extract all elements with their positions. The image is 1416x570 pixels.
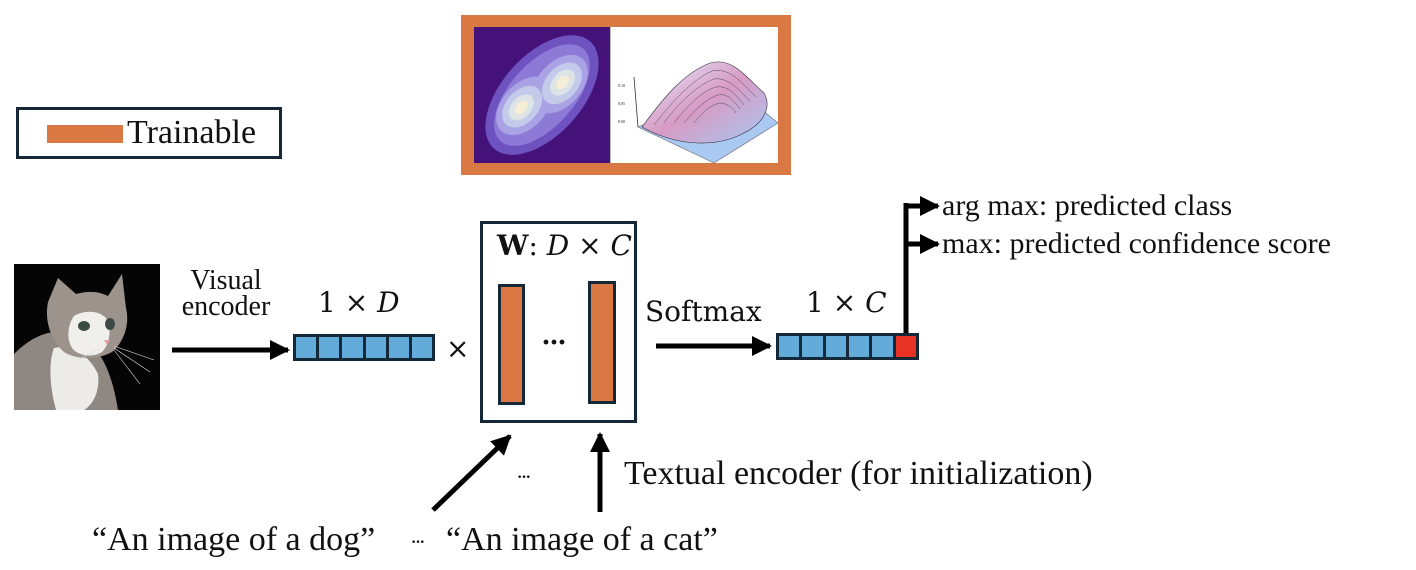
cat-nose	[104, 340, 110, 345]
output-vector	[776, 333, 919, 360]
feature-cell	[411, 337, 433, 358]
trainable-swatch	[47, 125, 123, 143]
cat-eye-left	[78, 321, 90, 331]
output-cell-max	[895, 336, 916, 357]
trainable-column-last	[588, 281, 616, 404]
multiply-symbol: ×	[446, 332, 470, 365]
output-cell	[779, 336, 800, 357]
dog-prompt-arrow	[431, 434, 512, 512]
feature-cell	[319, 337, 340, 358]
feature-cell	[388, 337, 409, 358]
textual-encoder-label: Textual encoder (for initialization)	[624, 455, 1093, 492]
softmax-label: Softmax	[645, 295, 762, 328]
cat-whiskers	[73, 345, 155, 385]
output-vector-label: 1 × C	[806, 287, 887, 319]
output-argmax-label: arg max: predicted class	[942, 189, 1233, 222]
weight-colon: :	[528, 229, 547, 262]
legend-label: Trainable	[127, 114, 257, 151]
feature-dim-var: D	[377, 286, 400, 319]
prompt-cat: “An image of a cat”	[446, 521, 718, 558]
feature-vector-label: 1 × D	[318, 287, 400, 319]
cat-chest	[50, 347, 99, 410]
weight-matrix: W: D × C ···	[480, 221, 637, 423]
cat-face	[68, 311, 110, 356]
surface-contours	[653, 70, 757, 126]
legend-box: Trainable	[16, 107, 282, 159]
prompt-ellipsis: ···	[410, 529, 426, 554]
feature-cell	[342, 337, 363, 358]
z-tick-mid: 0.05	[618, 101, 625, 106]
output-max-label: max: predicted confidence score	[942, 227, 1331, 260]
arrows-ellipsis: ···	[516, 464, 532, 489]
column-ellipsis: ···	[541, 326, 567, 359]
output-dim-var: C	[865, 286, 887, 319]
surface-plot: 0.10 0.05 0.00	[614, 27, 778, 163]
contour-peak-b	[556, 75, 570, 90]
feature-dim-prefix: 1 ×	[318, 286, 378, 319]
contour-plot	[474, 27, 610, 163]
weight-dims: D × C	[546, 229, 632, 262]
z-tick-bottom: 0.00	[618, 119, 625, 124]
trainable-column-first	[498, 284, 525, 405]
weight-symbol: W	[497, 229, 529, 262]
visual-encoder-label: Visual encoder	[176, 265, 276, 322]
cat-image	[14, 264, 160, 410]
prompt-dog: “An image of a dog”	[92, 521, 376, 558]
feature-vector	[293, 334, 435, 361]
output-cell	[848, 336, 870, 357]
feature-cell	[296, 337, 317, 358]
output-cell	[872, 336, 893, 357]
visual-encoder-line1: Visual	[190, 265, 262, 296]
output-cell	[802, 336, 823, 357]
z-tick-top: 0.10	[618, 83, 625, 88]
cat-eye-right	[105, 318, 115, 330]
output-cell	[825, 336, 846, 357]
output-dim-prefix: 1 ×	[806, 286, 866, 319]
weight-matrix-label: W: D × C	[497, 230, 632, 262]
distribution-inset: 0.10 0.05 0.00	[461, 15, 791, 175]
z-axis	[633, 76, 639, 128]
plot-divider	[610, 27, 615, 163]
visual-encoder-line2: encoder	[181, 291, 271, 322]
feature-cell	[365, 337, 386, 358]
contour-peak-a	[514, 100, 528, 115]
